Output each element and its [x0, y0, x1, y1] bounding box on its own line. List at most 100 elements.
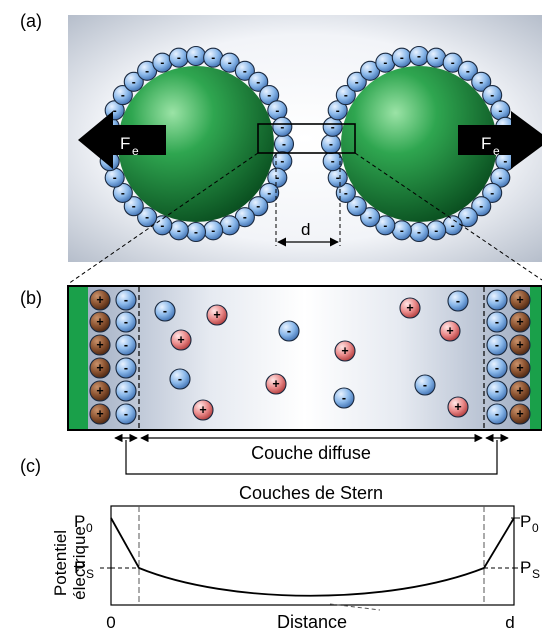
positive-ion: +: [334, 340, 356, 362]
svg-text:+: +: [199, 403, 206, 417]
svg-text:-: -: [495, 293, 499, 307]
svg-text:-: -: [383, 56, 387, 70]
svg-text:-: -: [124, 407, 128, 421]
stern-positive-ion: +: [509, 403, 531, 425]
svg-text:+: +: [272, 377, 279, 391]
negative-ion: -: [137, 207, 158, 228]
force-label-right: F: [481, 134, 491, 153]
negative-ion: -: [486, 380, 508, 402]
force-arrow-left: F e: [78, 111, 166, 169]
svg-text:-: -: [124, 315, 128, 329]
svg-text:-: -: [329, 137, 333, 151]
negative-ion: -: [152, 215, 173, 236]
particle-right: [341, 66, 497, 222]
svg-text:-: -: [287, 324, 291, 338]
svg-text:-: -: [113, 171, 117, 185]
negative-ion: -: [154, 300, 176, 322]
svg-text:+: +: [406, 301, 413, 315]
stern-bracket: [125, 440, 498, 475]
negative-ion: -: [112, 85, 133, 106]
p0-label-right: P: [520, 512, 531, 531]
adsorbed-negative-ions: ----------------------------------------…: [97, 45, 518, 243]
svg-text:-: -: [466, 210, 470, 224]
svg-text:-: -: [243, 210, 247, 224]
p0-sub-right: 0: [532, 521, 539, 535]
svg-text:+: +: [213, 308, 220, 322]
x-tick-end: d: [505, 613, 514, 632]
stern-positive-ion: +: [89, 334, 111, 356]
stern-positive-ion: +: [509, 289, 531, 311]
zoomed-gap: [67, 285, 542, 431]
svg-text:-: -: [503, 154, 507, 168]
svg-text:-: -: [355, 199, 359, 213]
negative-ion: -: [471, 196, 492, 217]
svg-text:-: -: [495, 361, 499, 375]
ps-sub-right: S: [532, 567, 540, 581]
svg-text:-: -: [344, 88, 348, 102]
svg-text:-: -: [490, 186, 494, 200]
svg-text:-: -: [132, 75, 136, 89]
ps-sub-left: S: [86, 567, 94, 581]
positive-ion: +: [265, 373, 287, 395]
stern-positive-ion: +: [89, 380, 111, 402]
svg-text:+: +: [516, 293, 523, 307]
negative-ion: -: [335, 85, 356, 106]
negative-ion: -: [457, 60, 478, 81]
stern-positive-ion: +: [509, 334, 531, 356]
svg-text:-: -: [498, 103, 502, 117]
svg-text:+: +: [454, 400, 461, 414]
svg-text:+: +: [96, 384, 103, 398]
panel-label-a: (a): [20, 11, 42, 31]
svg-text:-: -: [400, 223, 404, 237]
negative-ion: -: [408, 221, 430, 243]
stern-positive-ion: +: [509, 380, 531, 402]
svg-text:-: -: [417, 225, 421, 239]
negative-ion: -: [168, 47, 189, 68]
negative-ion: -: [486, 289, 508, 311]
svg-text:-: -: [132, 199, 136, 213]
svg-text:+: +: [516, 384, 523, 398]
negative-ion: -: [185, 221, 207, 243]
y-axis-label-line2: électrique: [70, 526, 89, 600]
negative-ion: -: [320, 133, 342, 155]
svg-text:-: -: [275, 171, 279, 185]
negative-ion: -: [486, 357, 508, 379]
negative-ion: -: [471, 71, 492, 92]
svg-text:-: -: [177, 51, 181, 65]
svg-text:-: -: [121, 88, 125, 102]
negative-ion: -: [333, 387, 355, 409]
svg-text:-: -: [495, 338, 499, 352]
svg-text:-: -: [344, 186, 348, 200]
negative-ion: -: [115, 289, 137, 311]
svg-text:-: -: [495, 384, 499, 398]
force-label-left: F: [120, 134, 130, 153]
force-subscript-left: e: [132, 144, 139, 158]
plot-frame: [110, 505, 515, 606]
wall-right: [530, 286, 542, 430]
panel-label-b: (b): [20, 288, 42, 308]
svg-text:-: -: [228, 218, 232, 232]
positive-ion: +: [399, 297, 421, 319]
svg-text:+: +: [516, 315, 523, 329]
svg-text:-: -: [451, 56, 455, 70]
svg-text:-: -: [280, 120, 284, 134]
negative-ion: -: [169, 368, 191, 390]
svg-text:-: -: [355, 75, 359, 89]
negative-ion: -: [259, 182, 280, 203]
stern-positive-ion: +: [509, 311, 531, 333]
svg-text:+: +: [516, 361, 523, 375]
stern-positive-ion: +: [89, 403, 111, 425]
negative-ion: -: [486, 403, 508, 425]
svg-text:-: -: [331, 120, 335, 134]
negative-ion: -: [486, 311, 508, 333]
negative-ion: -: [267, 100, 288, 121]
svg-text:+: +: [96, 293, 103, 307]
positive-ion: +: [206, 304, 228, 326]
svg-text:-: -: [211, 51, 215, 65]
positive-ion: +: [439, 320, 461, 342]
svg-text:-: -: [498, 171, 502, 185]
negative-ion: -: [115, 357, 137, 379]
svg-text:-: -: [479, 75, 483, 89]
svg-text:-: -: [434, 223, 438, 237]
